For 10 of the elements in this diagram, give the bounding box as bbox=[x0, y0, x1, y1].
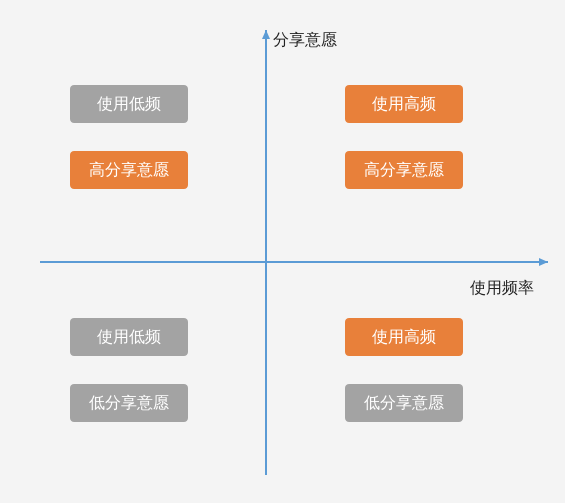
quadrant-tag: 使用高频 bbox=[345, 85, 463, 123]
quadrant-tag: 使用低频 bbox=[70, 85, 188, 123]
quadrant-tag: 高分享意愿 bbox=[70, 151, 188, 189]
y-axis-label: 分享意愿 bbox=[273, 30, 337, 51]
quadrant-tag: 高分享意愿 bbox=[345, 151, 463, 189]
x-axis-label: 使用频率 bbox=[470, 278, 534, 299]
quadrant-tag: 使用高频 bbox=[345, 318, 463, 356]
quadrant-tag: 使用低频 bbox=[70, 318, 188, 356]
quadrant-tag: 低分享意愿 bbox=[70, 384, 188, 422]
quadrant-tag: 低分享意愿 bbox=[345, 384, 463, 422]
